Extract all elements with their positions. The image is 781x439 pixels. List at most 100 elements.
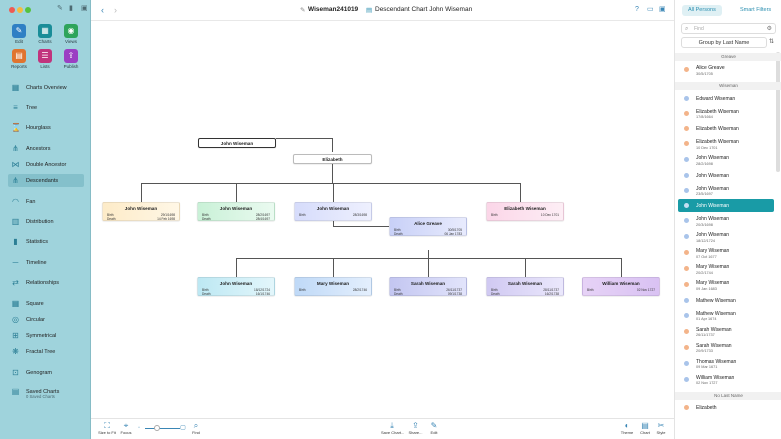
sidebar-item-hourglass[interactable]: ⌛Hourglass bbox=[8, 121, 84, 134]
statistics-icon: ▮ bbox=[13, 237, 18, 246]
toolbar-edit-button[interactable]: ✎Edit bbox=[8, 24, 30, 44]
person-list-item[interactable]: Elizabeth Wiseman bbox=[675, 122, 774, 136]
save-chart-button[interactable]: ⤓ Save Chart... bbox=[381, 421, 405, 435]
sidebar-item-fan[interactable]: ◠Fan bbox=[8, 195, 84, 208]
zoom-out-icon[interactable]: ▫ bbox=[138, 425, 140, 431]
sidebar-toggle-icon[interactable]: ▣ bbox=[81, 5, 88, 12]
person-list-item[interactable]: Edward Wiseman bbox=[675, 91, 774, 105]
bookmark-icon[interactable]: ▮ bbox=[69, 5, 73, 12]
chart-options-button[interactable]: ▤ Chart bbox=[640, 421, 650, 435]
person-list-item[interactable]: John Wiseman bbox=[678, 198, 774, 212]
pencil-icon: ✎ bbox=[12, 24, 26, 38]
inspector-toggle-icon[interactable]: ▣ bbox=[659, 6, 666, 13]
connector-line bbox=[332, 138, 333, 152]
person-name: Elizabeth Wiseman bbox=[696, 139, 739, 145]
focus-button[interactable]: ⌖ Focus bbox=[120, 421, 132, 435]
sort-icon[interactable]: ⇅ bbox=[769, 39, 775, 45]
find-field[interactable]: ⌕ Find ⚙ bbox=[681, 23, 776, 34]
toolbar-publish-button[interactable]: ⇪Publish bbox=[60, 49, 82, 69]
persons-scrollbar[interactable] bbox=[776, 52, 780, 172]
edit-button[interactable]: ✎ Edit bbox=[428, 421, 440, 435]
sidebar-item-circular[interactable]: ◎Circular bbox=[8, 313, 84, 326]
paperclip-icon[interactable]: ✎ bbox=[57, 5, 63, 12]
person-name: Elizabeth Wiseman bbox=[696, 108, 739, 115]
toolbar-lists-button[interactable]: ☰Lists bbox=[34, 49, 56, 69]
spouse-card[interactable]: Elizabeth bbox=[293, 154, 372, 164]
forward-icon[interactable]: › bbox=[114, 5, 117, 15]
size-to-fit-button[interactable]: ⛶ Size to Fit bbox=[98, 421, 116, 435]
birth-label: Birth bbox=[394, 288, 401, 292]
sidebar-item-double-ancestor[interactable]: ⋈Double Ancestor bbox=[8, 158, 84, 171]
sidebar-item-timeline[interactable]: ─Timeline bbox=[8, 256, 84, 269]
sidebar-item-ancestors[interactable]: ⋔Ancestors bbox=[8, 142, 84, 155]
zoom-slider-knob[interactable] bbox=[154, 425, 160, 431]
style-button[interactable]: ✂ Style bbox=[656, 421, 666, 435]
zoom-window-button[interactable] bbox=[25, 7, 31, 13]
smart-filters-tab[interactable]: Smart Filters bbox=[740, 7, 772, 13]
sidebar-item-statistics[interactable]: ▮Statistics bbox=[8, 235, 84, 248]
toolbar-label: Lists bbox=[40, 64, 50, 69]
person-list-item[interactable]: Mathew Wiseman bbox=[675, 293, 774, 307]
toolbar-charts-button[interactable]: ▦Charts bbox=[34, 24, 56, 44]
person-list-item[interactable]: John Wiseman bbox=[675, 168, 774, 182]
sidebar-item-relationships[interactable]: ⇄Relationships bbox=[8, 276, 84, 289]
zoom-slider-track[interactable] bbox=[145, 428, 180, 429]
help-icon[interactable]: ? bbox=[635, 6, 639, 13]
sidebar-item-tree[interactable]: ≡Tree bbox=[8, 101, 84, 114]
back-icon[interactable]: ‹ bbox=[101, 5, 104, 15]
toolbar-reports-button[interactable]: ▤Reports bbox=[8, 49, 30, 69]
theme-button[interactable]: ◐ Theme bbox=[620, 421, 634, 435]
settings-icon[interactable]: ⚙ bbox=[766, 26, 772, 32]
minimize-window-button[interactable] bbox=[17, 7, 23, 13]
close-window-button[interactable] bbox=[9, 7, 15, 13]
zoom-in-icon[interactable]: ▢ bbox=[180, 425, 186, 431]
person-name: Mary Wiseman bbox=[696, 280, 730, 286]
all-persons-tab[interactable]: All Persons bbox=[682, 5, 722, 16]
gender-dot bbox=[684, 95, 689, 101]
sidebar-item-symmetrical[interactable]: ⊞Symmetrical bbox=[8, 329, 84, 342]
sidebar-item-descendants[interactable]: ⋔Descendants bbox=[8, 174, 84, 187]
person-list-item[interactable]: Elizabeth bbox=[675, 401, 774, 415]
gender-dot bbox=[684, 344, 689, 350]
root-person-card[interactable]: John Wiseman bbox=[198, 138, 276, 148]
sidebar-item-distribution[interactable]: ▥Distribution bbox=[8, 215, 84, 228]
share-icon: ⇪ bbox=[412, 421, 419, 430]
sidebar-item-charts-overview[interactable]: ▦Charts Overview bbox=[8, 81, 84, 94]
toolbar-views-button[interactable]: ◉Views bbox=[60, 24, 82, 44]
sidebar-item-saved-charts[interactable]: ▤Saved Charts bbox=[8, 385, 84, 398]
sidebar-item-genogram[interactable]: ⊡Genogram bbox=[8, 366, 84, 379]
group-by-select[interactable]: Group by Last Name bbox=[681, 37, 767, 48]
bookmark-panel-icon[interactable]: ▭ bbox=[647, 6, 654, 13]
publish-icon: ⇪ bbox=[64, 49, 78, 63]
sidebar-item-square[interactable]: ▦Square bbox=[8, 297, 84, 310]
find-button[interactable]: ⌕ Find bbox=[190, 421, 202, 435]
sidebar-item-fractal-tree[interactable]: ❋Fractal Tree bbox=[8, 345, 84, 358]
share-button[interactable]: ⇪ Share... bbox=[408, 421, 423, 435]
